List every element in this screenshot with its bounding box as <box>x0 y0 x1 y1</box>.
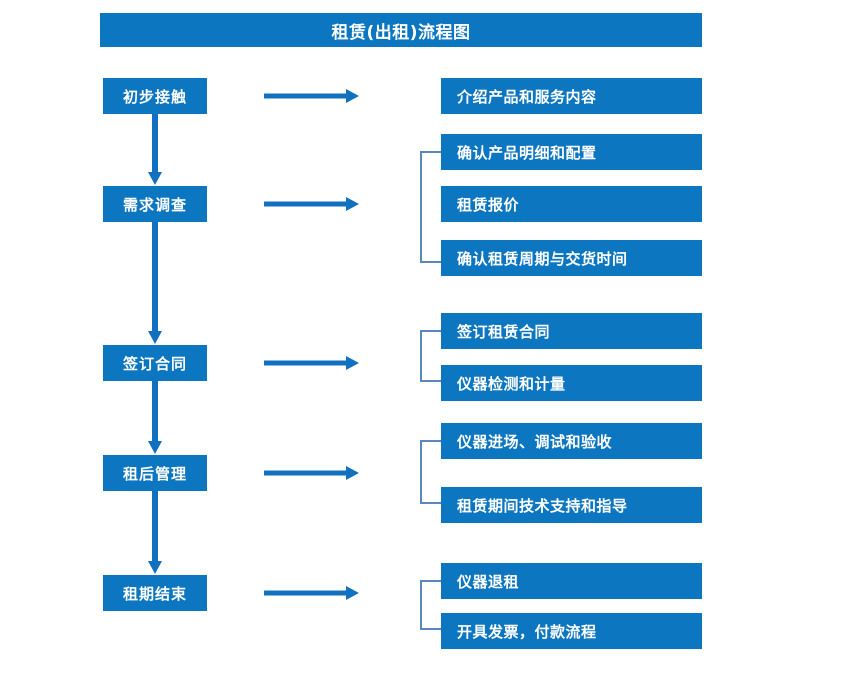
detail-box-6[interactable]: 仪器检测和计量 <box>441 365 702 401</box>
stage-box-3[interactable]: 签订合同 <box>103 345 207 381</box>
stage-box-1[interactable]: 初步接触 <box>103 78 207 114</box>
vertical-arrow-4 <box>148 491 162 575</box>
detail-box-8[interactable]: 租赁期间技术支持和指导 <box>441 487 702 523</box>
horizontal-arrow-5 <box>264 586 360 600</box>
detail-box-10[interactable]: 开具发票，付款流程 <box>441 613 702 649</box>
detail-box-1[interactable]: 介绍产品和服务内容 <box>441 78 702 114</box>
horizontal-arrow-4 <box>264 466 360 480</box>
group-bracket-1 <box>419 150 441 264</box>
page-title: 租赁(出租)流程图 <box>100 13 702 47</box>
detail-box-7[interactable]: 仪器进场、调试和验收 <box>441 423 702 459</box>
vertical-arrow-1 <box>148 114 162 186</box>
vertical-arrow-3 <box>148 381 162 455</box>
stage-box-4[interactable]: 租后管理 <box>103 455 207 491</box>
group-bracket-4 <box>419 579 441 631</box>
horizontal-arrow-3 <box>264 356 360 370</box>
detail-box-2[interactable]: 确认产品明细和配置 <box>441 134 702 170</box>
stage-box-5[interactable]: 租期结束 <box>103 575 207 611</box>
group-bracket-3 <box>419 439 441 505</box>
vertical-arrow-2 <box>148 222 162 345</box>
group-bracket-2 <box>419 329 441 383</box>
horizontal-arrow-1 <box>264 89 360 103</box>
detail-box-5[interactable]: 签订租赁合同 <box>441 313 702 349</box>
stage-box-2[interactable]: 需求调查 <box>103 186 207 222</box>
horizontal-arrow-2 <box>264 197 360 211</box>
detail-box-4[interactable]: 确认租赁周期与交货时间 <box>441 240 702 276</box>
detail-box-9[interactable]: 仪器退租 <box>441 563 702 599</box>
detail-box-3[interactable]: 租赁报价 <box>441 186 702 222</box>
